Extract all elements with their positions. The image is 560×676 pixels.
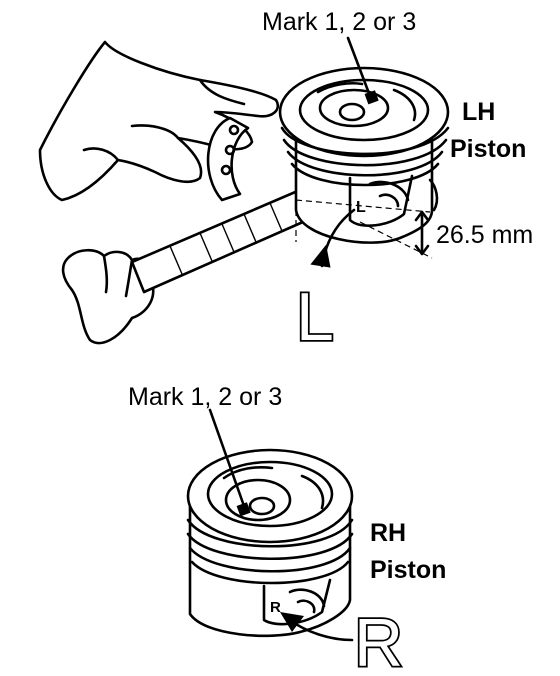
dimension-26-5mm bbox=[295, 199, 433, 259]
dimension-label: 26.5 mm bbox=[436, 221, 533, 249]
rh-mark-square bbox=[236, 502, 251, 517]
lh-label-line1: LH bbox=[462, 98, 495, 126]
hand-illustration bbox=[38, 40, 279, 345]
lh-piston bbox=[278, 66, 450, 244]
rh-label-line1: RH bbox=[370, 519, 406, 547]
micrometer-tool bbox=[130, 116, 314, 294]
r-large-letter: R bbox=[354, 605, 403, 676]
bottom-mark-label: Mark 1, 2 or 3 bbox=[128, 383, 282, 411]
top-mark-leader bbox=[346, 36, 372, 98]
bottom-mark-leader bbox=[208, 408, 246, 508]
top-mark-label: Mark 1, 2 or 3 bbox=[262, 8, 416, 36]
l-arrow bbox=[310, 208, 356, 268]
lh-label-line2: Piston bbox=[450, 135, 526, 163]
l-small-mark: L bbox=[356, 199, 366, 216]
r-arrow bbox=[280, 612, 354, 642]
rh-piston bbox=[186, 448, 354, 638]
rh-label-line2: Piston bbox=[370, 556, 446, 584]
r-small-mark: R bbox=[270, 599, 281, 616]
l-large-letter: L bbox=[296, 279, 334, 355]
